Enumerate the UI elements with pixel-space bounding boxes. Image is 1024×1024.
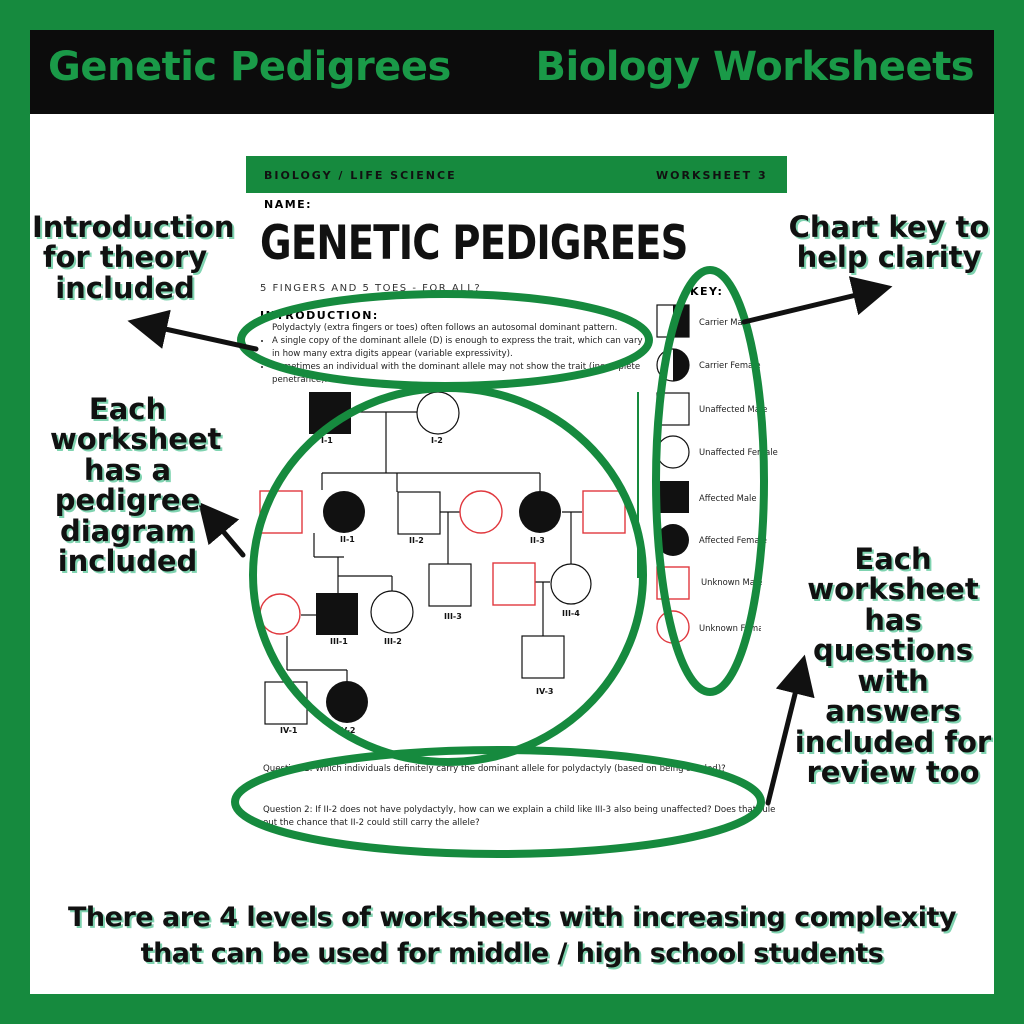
questions-highlight-oval xyxy=(231,746,765,858)
pedigree-label-ii2: II-2 xyxy=(409,536,424,545)
intro-highlight-oval xyxy=(237,290,653,390)
key-affected-female-icon xyxy=(657,524,689,556)
questions-arrow-icon xyxy=(765,654,815,806)
worksheet-number: WORKSHEET 3 xyxy=(656,169,768,182)
worksheet-header-bar xyxy=(246,156,787,193)
footer-line-2: that can be used for middle / high schoo… xyxy=(140,938,884,969)
pedigree-label-iii2: III-2 xyxy=(384,637,402,646)
worksheet-title: GENETIC PEDIGREES xyxy=(260,216,688,271)
questions-callout: Each worksheet has questions with answer… xyxy=(794,542,992,790)
key-arrow-icon xyxy=(741,276,893,325)
question-2: Question 2: If II-2 does not have polyda… xyxy=(263,805,776,828)
question-1: Question 1: Which individuals definitely… xyxy=(263,764,726,774)
key-unaffected-female-icon xyxy=(656,435,690,469)
key-label-affected-male: Affected Male xyxy=(699,493,757,503)
footer-line-1: There are 4 levels of worksheets with in… xyxy=(68,902,956,933)
pedigree-unaffected-male-iv3 xyxy=(521,635,565,679)
worksheet-category: BIOLOGY / LIFE SCIENCE xyxy=(264,169,457,182)
key-label-unaffected-male: Unaffected Male xyxy=(699,404,768,414)
pedigree-callout: Each worksheet has a pedigree diagram in… xyxy=(50,392,222,579)
intro-item: A single copy of the dominant allele (D)… xyxy=(272,335,648,361)
pedigree-label-ii1: II-1 xyxy=(340,535,355,544)
key-carrier-female-fill xyxy=(673,349,689,381)
pedigree-label-iv3: IV-3 xyxy=(536,687,554,696)
banner-right-title: Biology Worksheets xyxy=(535,44,975,90)
worksheet-subtitle: 5 FINGERS AND 5 TOES - FOR ALL? xyxy=(260,283,482,294)
pedigree-lines xyxy=(278,392,639,682)
key-callout: Chart key to help clarity xyxy=(788,210,990,275)
pedigree-affected-female-ii3 xyxy=(519,491,561,533)
key-label-affected-female: Affected Female xyxy=(699,535,767,545)
intro-callout: Introduction for theory included xyxy=(32,210,235,305)
key-label-carrier-male: Carrier Male xyxy=(699,317,751,327)
callout-arrows xyxy=(127,276,893,806)
highlight-ovals xyxy=(231,266,768,858)
content-panel: Genetic Pedigrees Biology Worksheets BIO… xyxy=(30,30,994,994)
diagram-layer xyxy=(127,266,893,858)
pedigree-unaffected-male-ii2 xyxy=(397,491,441,535)
pedigree-unknown-female xyxy=(459,490,503,534)
pedigree-arrow-icon xyxy=(198,501,246,558)
banner-left-title: Genetic Pedigrees xyxy=(48,44,451,90)
pedigree-label-iii3: III-3 xyxy=(444,612,462,621)
pedigree-unknown-male xyxy=(582,490,626,534)
pedigree-affected-male-iii1 xyxy=(316,593,358,635)
key-label-unknown-female: Unknown Female xyxy=(699,623,761,633)
pedigree-unaffected-male-iii3 xyxy=(428,563,472,607)
intro-item: Polydactyly (extra fingers or toes) ofte… xyxy=(272,323,618,333)
pedigree-affected-female-iv2 xyxy=(326,681,368,723)
key-label-unknown-male: Unknown Male xyxy=(701,577,763,587)
pedigree-highlight-oval xyxy=(249,384,647,766)
footer-text: There are 4 levels of worksheets with in… xyxy=(30,900,994,972)
intro-item: Sometimes an individual with the dominan… xyxy=(272,361,648,387)
pedigree-label-iii4: III-4 xyxy=(562,609,580,618)
key-heading: KEY: xyxy=(690,285,724,298)
pedigree-label-iii1: III-1 xyxy=(330,637,348,646)
worksheet-preview: BIOLOGY / LIFE SCIENCE WORKSHEET 3 NAME:… xyxy=(30,30,994,994)
intro-arrow-icon xyxy=(127,309,259,352)
pedigree-unknown-male xyxy=(492,562,536,606)
pedigree-label-i2: I-2 xyxy=(431,436,443,445)
intro-list: Polydactyly (extra fingers or toes) ofte… xyxy=(262,322,648,387)
pedigree-unaffected-female-i2 xyxy=(416,391,460,435)
key-label-carrier-female: Carrier Female xyxy=(699,360,761,370)
pedigree-label-iv1: IV-1 xyxy=(280,726,298,735)
pedigree-unaffected-female-iii4 xyxy=(550,563,592,605)
pedigree-unknown-female xyxy=(259,593,301,635)
key-affected-male-icon xyxy=(657,481,689,513)
pedigree-unaffected-female-iii2 xyxy=(370,590,414,634)
pedigree-label-ii3: II-3 xyxy=(530,536,545,545)
name-label: NAME: xyxy=(264,198,313,211)
pedigree-affected-female-ii1 xyxy=(323,491,365,533)
pedigree-label-i1: I-1 xyxy=(321,436,333,445)
top-banner: Genetic Pedigrees Biology Worksheets xyxy=(30,30,994,114)
key-highlight-oval xyxy=(652,266,768,696)
key-label-unaffected-female: Unaffected Female xyxy=(699,447,778,457)
